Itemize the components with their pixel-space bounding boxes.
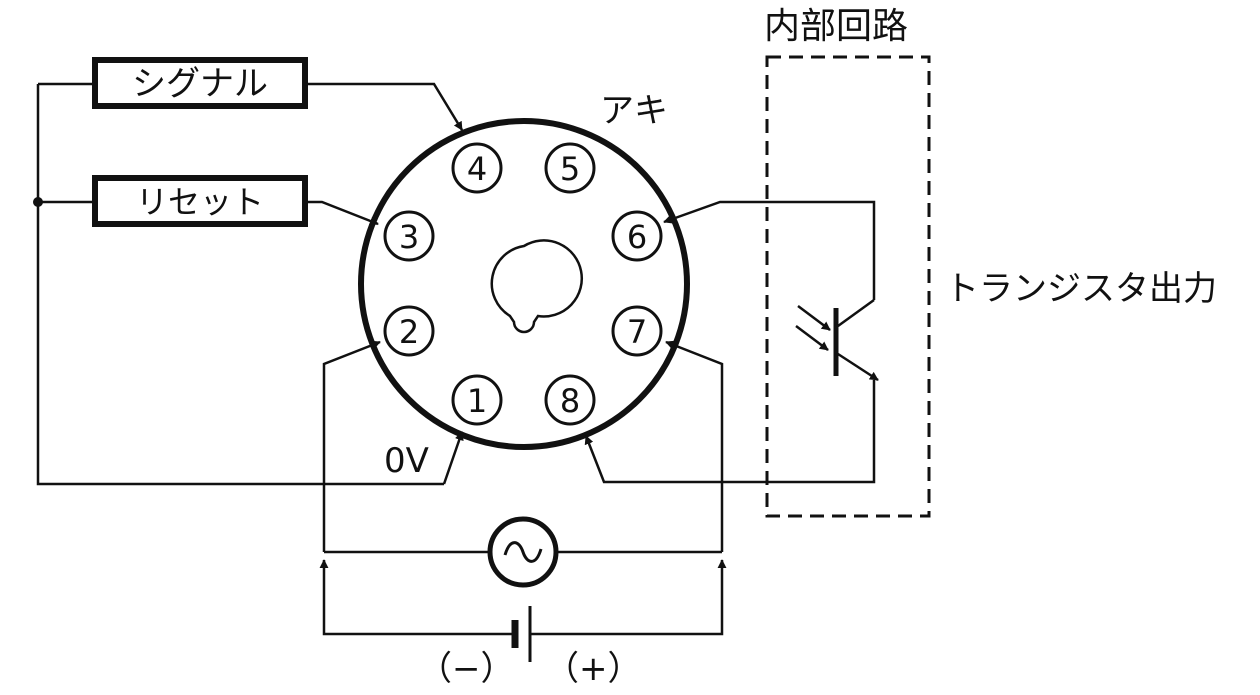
dc-plus-wire — [530, 559, 727, 636]
pin-6: 6 — [611, 210, 663, 262]
junction-dot — [33, 197, 43, 207]
emitter-wire — [584, 380, 876, 484]
zero-v-wire — [36, 84, 444, 486]
pin-8-label: 8 — [560, 382, 580, 420]
supply-wire-pin7 — [665, 340, 724, 552]
pin-5-label: 5 — [560, 150, 580, 188]
pin-3-label: 3 — [399, 218, 419, 256]
pin-4: 4 — [451, 142, 503, 194]
internal-circuit-box — [765, 55, 931, 518]
signal-label: シグナル — [132, 64, 268, 104]
plus-label: （+） — [545, 649, 642, 689]
reset-box: リセット — [92, 175, 308, 227]
signal-box: シグナル — [92, 57, 308, 109]
pin-5: 5 — [544, 142, 596, 194]
socket-key — [490, 239, 584, 334]
signal-wire — [305, 82, 464, 131]
collector-wire — [663, 200, 876, 300]
reset-wire — [305, 200, 379, 226]
pin-8: 8 — [544, 374, 596, 426]
ac-source-icon — [487, 516, 559, 588]
pin-7-label: 7 — [627, 313, 647, 351]
minus-label: （−） — [418, 649, 515, 689]
battery-icon — [511, 606, 532, 662]
supply-wire-pin2 — [322, 340, 381, 552]
zero-v-label: 0V — [384, 441, 429, 481]
zero-v-arrow — [442, 431, 464, 485]
pin-1-label: 1 — [467, 382, 487, 420]
pin-2: 2 — [383, 305, 435, 357]
internal-circuit-label: 内部回路 — [764, 6, 908, 47]
pin-6-label: 6 — [627, 218, 647, 256]
pin-7: 7 — [611, 305, 663, 357]
phototransistor-icon — [795, 298, 879, 382]
socket-outline — [358, 118, 690, 450]
pin-2-label: 2 — [399, 313, 419, 351]
pin-3: 3 — [383, 210, 435, 262]
pin-1: 1 — [451, 374, 503, 426]
aki-label: アキ — [600, 91, 668, 131]
reset-label: リセット — [136, 183, 264, 221]
pin-4-label: 4 — [467, 150, 487, 188]
transistor-output-label: トランジスタ出力 — [945, 269, 1217, 309]
dc-minus-wire — [319, 559, 515, 636]
